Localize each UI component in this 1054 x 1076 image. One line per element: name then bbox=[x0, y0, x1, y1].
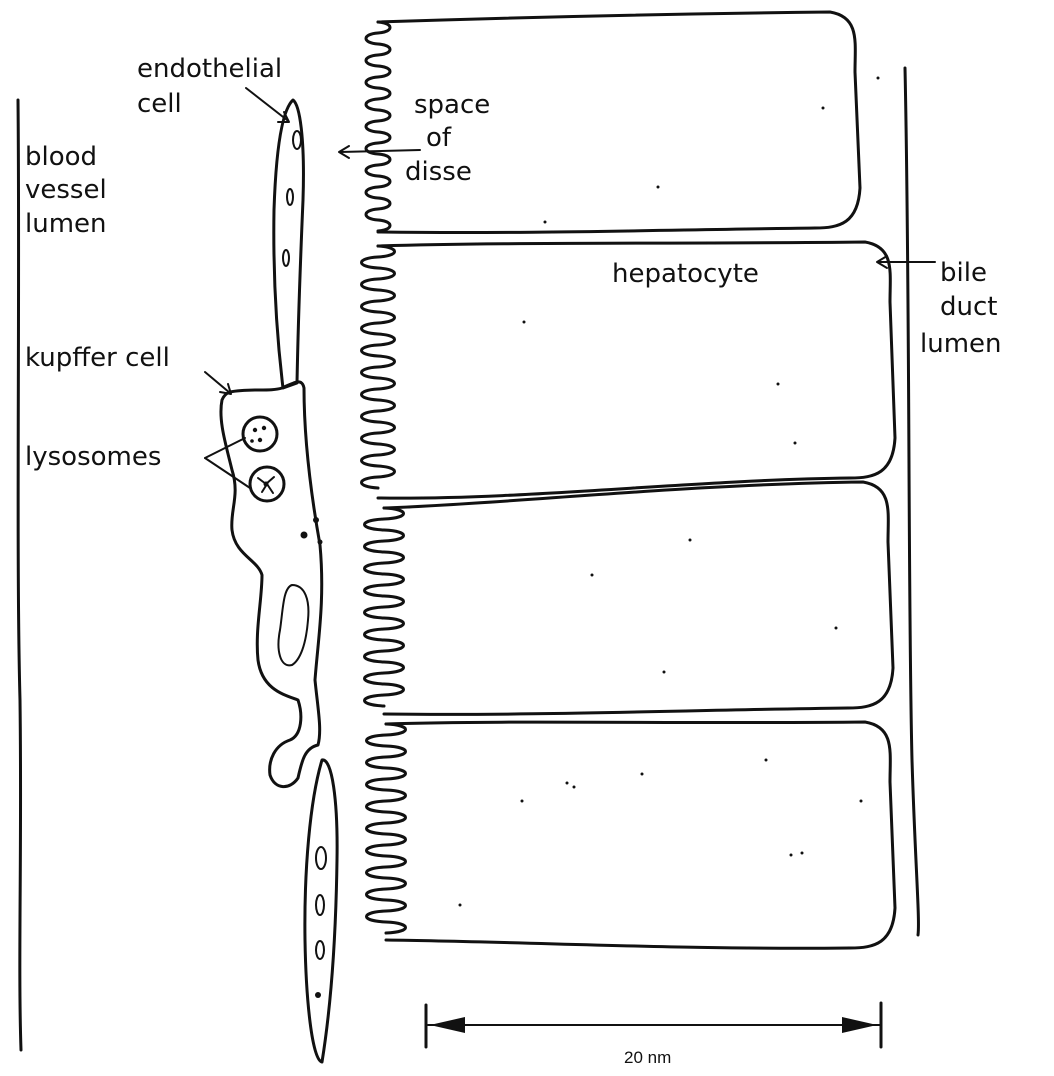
kupffer-arrow bbox=[205, 372, 230, 393]
label-blood-line1: blood bbox=[25, 142, 97, 172]
cytoplasm-speck bbox=[777, 383, 780, 386]
lysosome-pointer-2 bbox=[205, 458, 250, 488]
cytoplasm-speck bbox=[459, 904, 462, 907]
scale-bar-label: 20 nm bbox=[624, 1048, 671, 1067]
kupffer-granule bbox=[313, 517, 319, 523]
scale-bar-right-arrowhead bbox=[842, 1017, 877, 1033]
cytoplasm-speck bbox=[801, 852, 804, 855]
cytoplasm-speck bbox=[521, 800, 524, 803]
cytoplasm-speck bbox=[591, 574, 594, 577]
label-disse-line1: space bbox=[414, 90, 490, 120]
cytoplasm-speck bbox=[573, 786, 576, 789]
label-bile-line1: bile bbox=[940, 258, 987, 288]
label-bile-line3: lumen bbox=[920, 329, 1002, 359]
hepatocyte-microvilli bbox=[365, 508, 404, 706]
cytoplasm-speck bbox=[523, 321, 526, 324]
cytoplasm-speck bbox=[860, 800, 863, 803]
scale-bar: 20 nm bbox=[426, 1003, 881, 1067]
endothelial-nucleus bbox=[316, 895, 324, 915]
cytoplasm-specks bbox=[459, 77, 880, 907]
hepatocyte-cell bbox=[386, 722, 895, 948]
cytoplasm-speck bbox=[794, 442, 797, 445]
endothelial-nucleus bbox=[293, 131, 301, 149]
lysosome-granule bbox=[264, 482, 269, 487]
lysosome-granule bbox=[262, 426, 266, 430]
hepatocyte-microvilli bbox=[362, 246, 395, 488]
cytoplasm-speck bbox=[835, 627, 838, 630]
blood-vessel-wall bbox=[18, 100, 21, 1050]
endothelial-nucleus bbox=[316, 941, 324, 959]
lysosome-granule bbox=[250, 439, 254, 443]
endothelial-arrow bbox=[246, 88, 287, 120]
cytoplasm-speck bbox=[544, 221, 547, 224]
label-hepatocyte: hepatocyte bbox=[612, 259, 759, 289]
label-blood-line2: vessel bbox=[25, 175, 107, 205]
cytoplasm-speck bbox=[663, 671, 666, 674]
bile-duct-wall bbox=[905, 68, 918, 935]
label-blood-line3: lumen bbox=[25, 209, 107, 239]
cytoplasm-speck bbox=[822, 107, 825, 110]
kupffer-vacuole bbox=[279, 585, 309, 665]
cytoplasm-speck bbox=[765, 759, 768, 762]
label-lysosomes: lysosomes bbox=[25, 442, 161, 472]
cytoplasm-speck bbox=[657, 186, 660, 189]
endothelial-cell-lower bbox=[305, 760, 337, 1062]
endothelial-nucleus bbox=[287, 189, 293, 205]
hepatocyte-microvilli bbox=[366, 22, 390, 231]
lysosome-granule bbox=[258, 438, 262, 442]
endothelial-granule bbox=[315, 992, 321, 998]
label-endothelial-line2: cell bbox=[137, 89, 182, 119]
cytoplasm-speck bbox=[877, 77, 880, 80]
scale-bar-left-arrowhead bbox=[430, 1017, 465, 1033]
cytoplasm-speck bbox=[689, 539, 692, 542]
kupffer-granule bbox=[301, 532, 308, 539]
endothelial-nucleus bbox=[316, 847, 326, 869]
label-bile-line2: duct bbox=[940, 292, 997, 322]
label-disse-line2: of bbox=[426, 123, 452, 153]
cytoplasm-speck bbox=[641, 773, 644, 776]
label-disse-line3: disse bbox=[405, 157, 472, 187]
hepatocyte-cell bbox=[384, 482, 893, 714]
kupffer-granule bbox=[318, 540, 323, 545]
cytoplasm-speck bbox=[566, 782, 569, 785]
endothelial-cell-upper bbox=[274, 100, 304, 388]
hepatocyte-microvilli bbox=[367, 724, 406, 933]
cytoplasm-speck bbox=[790, 854, 793, 857]
label-kupffer: kupffer cell bbox=[25, 343, 170, 373]
disse-arrow bbox=[340, 150, 420, 152]
label-endothelial-line1: endothelial bbox=[137, 54, 282, 84]
lysosome-granule bbox=[253, 428, 257, 432]
endothelial-nucleus bbox=[283, 250, 289, 266]
lysosome bbox=[243, 417, 277, 451]
